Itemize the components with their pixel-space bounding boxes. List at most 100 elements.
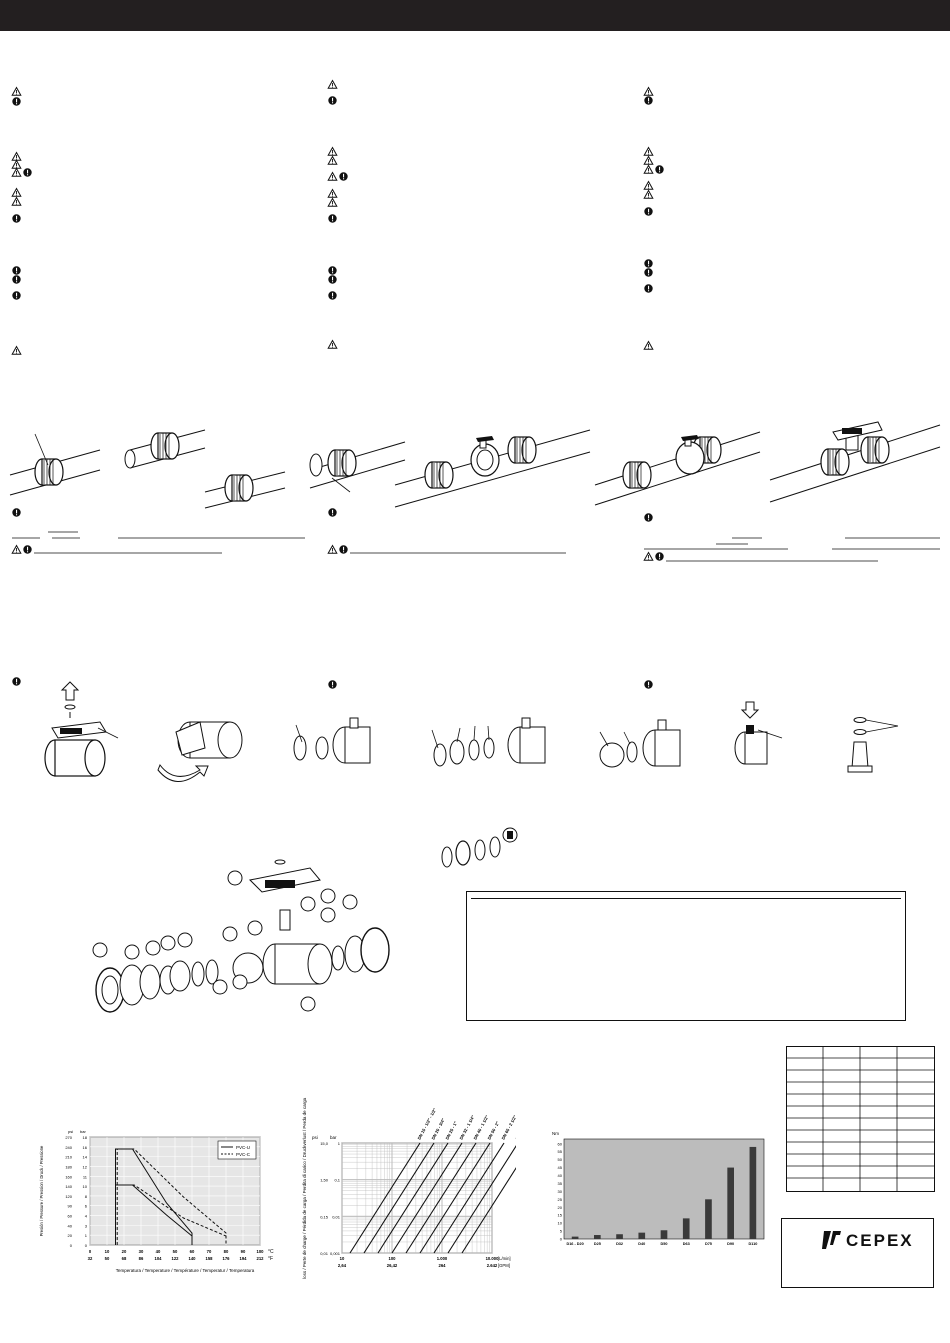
bar-tick: 12: [83, 1164, 88, 1169]
box-divider: [471, 898, 901, 899]
series-pvcu-pn16: [115, 1148, 193, 1245]
y-tick: 40: [558, 1173, 563, 1178]
fahrenheit-tick: 32: [88, 1256, 93, 1261]
bar: [705, 1199, 712, 1239]
unit-lmin: [L/min]: [498, 1256, 511, 1261]
y-tick: 10: [558, 1221, 563, 1226]
psi-tick: 0,15: [320, 1214, 329, 1219]
header-bar: [0, 0, 950, 31]
gpm-tick: 26,42: [387, 1263, 398, 1268]
celsius-tick: 30: [139, 1249, 144, 1254]
category-label: D32: [616, 1242, 623, 1246]
stem-orings: [847, 717, 899, 773]
bar-tick: 18: [83, 1135, 88, 1140]
torque-table: [786, 1046, 935, 1192]
category-label: D63: [683, 1242, 690, 1246]
psi-tick: 1,50: [320, 1178, 329, 1183]
bar: [727, 1167, 734, 1239]
temperature-chart: 0204060901201401601802102402700134681011…: [39, 1129, 274, 1273]
bar-tick: 16: [83, 1145, 88, 1150]
celsius-tick: 0: [89, 1249, 92, 1254]
gpm-tick: 2,64: [338, 1263, 347, 1268]
psi-label: psi: [68, 1129, 73, 1134]
bar-tick: 6: [85, 1204, 88, 1209]
bar-tick: 0: [85, 1243, 88, 1248]
series-line: [363, 1142, 435, 1254]
celsius-tick: 10: [105, 1249, 110, 1254]
valve-5: [599, 719, 681, 768]
gpm-tick: 264: [439, 1263, 447, 1268]
x-axis-title: Temperatura / Temperature / Température …: [116, 1268, 255, 1273]
bar-tick: 0,001: [330, 1251, 341, 1256]
y-tick: 30: [558, 1189, 563, 1194]
legend-entry: PVC-C: [236, 1152, 251, 1157]
bar-tick: 0,1: [334, 1178, 340, 1183]
series-line: [461, 1167, 516, 1254]
fahrenheit-tick: 104: [155, 1256, 163, 1261]
category-label: D110: [748, 1242, 757, 1246]
bar-tick: 1: [338, 1141, 341, 1146]
exploded-view: [92, 859, 390, 1013]
celsius-tick: 80: [224, 1249, 229, 1254]
bar: [682, 1218, 690, 1239]
unit-c: °C: [268, 1249, 274, 1255]
series-pvcc-pn10: [117, 1184, 227, 1237]
y-tick: 20: [558, 1205, 563, 1210]
spare-parts-box: [466, 891, 906, 1021]
series-line: [447, 1145, 516, 1254]
fahrenheit-tick: 140: [189, 1256, 197, 1261]
unit-gpm: [GPM]: [498, 1263, 510, 1268]
celsius-tick: 40: [156, 1249, 161, 1254]
psi-tick: 40: [68, 1223, 73, 1228]
bar-tick: 11: [83, 1174, 88, 1179]
category-label: D40: [638, 1242, 645, 1246]
y-tick: 60: [558, 1141, 563, 1146]
celsius-tick: 20: [122, 1249, 127, 1254]
bar-tick: 1: [85, 1233, 88, 1238]
legend-box: [217, 1140, 257, 1160]
psi-tick: 240: [65, 1145, 72, 1150]
category-label: D25: [594, 1242, 601, 1246]
bar: [571, 1236, 579, 1239]
instruction-icons: [11, 80, 664, 355]
series-label: DN 50 - 2": [486, 1121, 500, 1141]
bar-label: bar: [330, 1135, 337, 1140]
unit-f: °F: [268, 1256, 273, 1262]
series-line: [419, 1142, 491, 1254]
valve-4: [431, 717, 546, 767]
installation-notes: [11, 508, 940, 562]
series-line: [377, 1142, 449, 1254]
fahrenheit-tick: 194: [240, 1256, 248, 1261]
valve-2: [157, 721, 243, 782]
bar-tick: 4: [85, 1214, 88, 1219]
series-line: [405, 1142, 477, 1254]
installation-illustrations: [9, 421, 941, 509]
psi-tick: 180: [65, 1164, 72, 1169]
lmin-tick: 10: [340, 1256, 345, 1261]
col1-icons: [11, 87, 32, 355]
psi-label: psi: [312, 1135, 318, 1140]
y-tick: 15: [558, 1213, 563, 1218]
y-tick: 50: [558, 1157, 563, 1162]
psi-tick: 20: [68, 1233, 73, 1238]
bar-tick: 14: [83, 1155, 88, 1160]
y-tick: 25: [558, 1197, 563, 1202]
bar: [594, 1235, 601, 1239]
y-tick: 35: [558, 1181, 563, 1186]
psi-tick: 0: [70, 1243, 73, 1248]
fahrenheit-tick: 158: [206, 1256, 214, 1261]
col2-icons: [327, 80, 348, 349]
bar-tick: 0,01: [332, 1214, 341, 1219]
fahrenheit-tick: 122: [172, 1256, 180, 1261]
psi-tick: 90: [68, 1204, 73, 1209]
valve-1: [44, 721, 119, 777]
lmin-tick: 10.000: [486, 1256, 499, 1261]
fahrenheit-tick: 176: [223, 1256, 231, 1261]
logo-box: CEPEX: [781, 1218, 934, 1288]
fahrenheit-tick: 50: [105, 1256, 110, 1261]
psi-tick: 270: [65, 1135, 72, 1140]
celsius-tick: 100: [257, 1249, 265, 1254]
pressure-loss-chart: DN 15 - 1/2" - 1/2"DN 20 - 3/4"DN 25 - 1…: [302, 1097, 516, 1280]
fahrenheit-tick: 68: [122, 1256, 127, 1261]
